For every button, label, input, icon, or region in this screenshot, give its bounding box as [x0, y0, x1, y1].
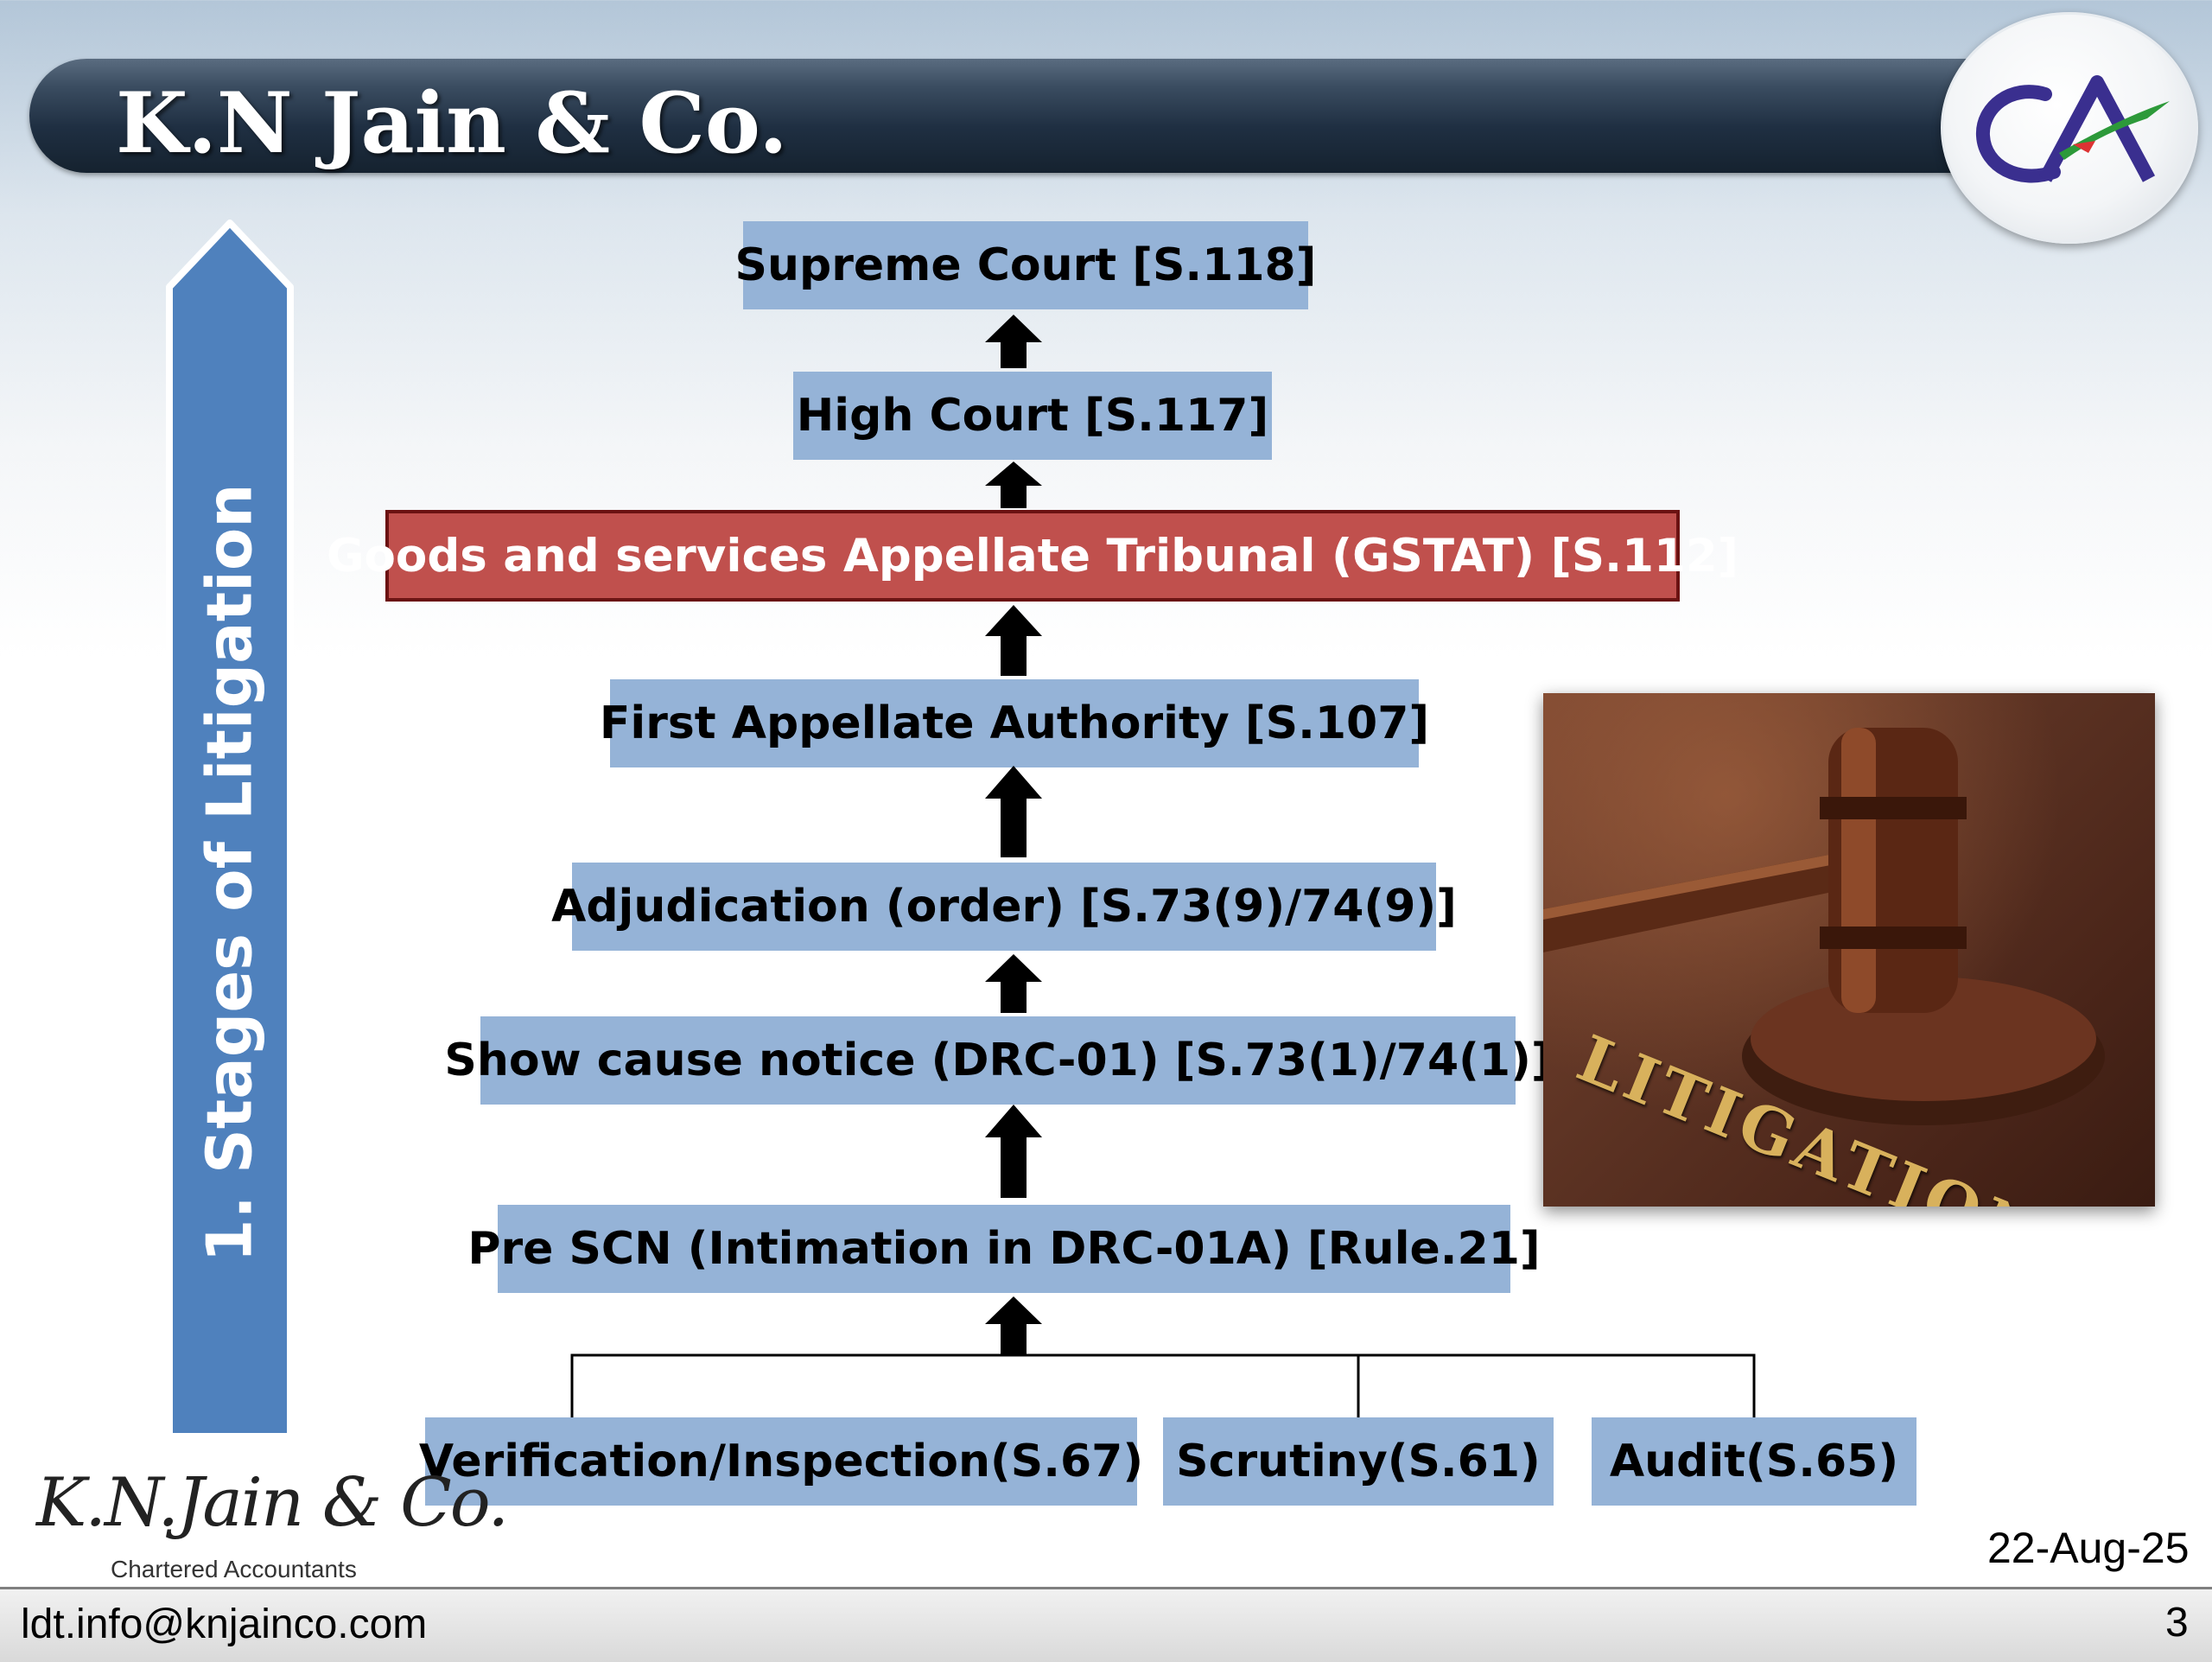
stage-show-cause-notice: Show cause notice (DRC-01) [S.73(1)/74(1…	[444, 1016, 1552, 1105]
source-audit: Audit(S.65)	[1592, 1417, 1916, 1506]
stages-arrow-shape	[166, 220, 294, 1440]
stage-pre-scn: Pre SCN (Intimation in DRC-01A) [Rule.21…	[467, 1205, 1541, 1293]
ca-logo-icon	[1976, 75, 2170, 183]
up-arrow-icon	[985, 766, 1042, 857]
litigation-gavel-image: LITIGATION	[1543, 693, 2155, 1207]
page-title: K.N Jain & Co.	[116, 74, 788, 172]
footer-bar	[0, 1587, 2212, 1662]
source-scrutiny: Scrutiny(S.61)	[1163, 1417, 1554, 1506]
stage-first-appellate-authority: First Appellate Authority [S.107]	[600, 679, 1429, 767]
up-arrow-icon	[985, 1296, 1042, 1355]
stage-high-court: High Court [S.117]	[793, 372, 1272, 460]
ca-logo: CA	[1941, 12, 2198, 244]
slide-date: 22-Aug-25	[1987, 1524, 2190, 1572]
up-arrow-icon	[985, 605, 1042, 676]
up-arrow-icon	[985, 1105, 1042, 1198]
up-arrow-icon	[985, 462, 1042, 508]
up-arrow-icon	[985, 315, 1042, 368]
page-number: 3	[2165, 1600, 2189, 1646]
up-arrow-icon	[985, 954, 1042, 1013]
footer-email: ldt.info@knjainco.com	[21, 1602, 428, 1647]
stage-adjudication: Adjudication (order) [S.73(9)/74(9)]	[551, 863, 1457, 951]
gavel-icon	[1543, 728, 2105, 1125]
source-verification-inspection: Verification/Inspection(S.67)	[419, 1417, 1143, 1506]
stage-gstat: Goods and services Appellate Tribunal (G…	[327, 510, 1738, 602]
firm-logo-name: K.N.Jain & Co.	[36, 1464, 509, 1542]
firm-logo-subtitle: Chartered Accountants	[111, 1556, 357, 1582]
header-bar	[29, 59, 2008, 173]
stage-supreme-court: Supreme Court [S.118]	[735, 221, 1316, 309]
